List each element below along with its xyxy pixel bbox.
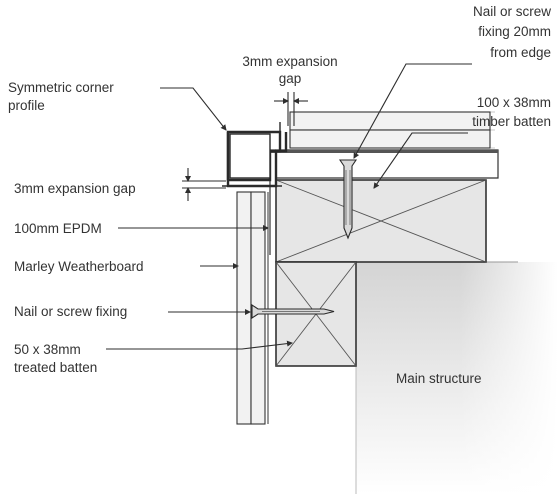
label-nail-top-2: fixing 20mm bbox=[478, 24, 551, 39]
label-gap-top-1: 3mm expansion bbox=[242, 54, 337, 69]
nail-left bbox=[251, 303, 335, 320]
main-structure-shading bbox=[355, 261, 558, 494]
weatherboard-right bbox=[289, 111, 491, 149]
label-epdm: 100mm EPDM bbox=[14, 221, 102, 236]
label-nail-top-1: Nail or screw bbox=[473, 4, 551, 19]
label-treated-batten-1: 50 x 38mm bbox=[14, 342, 81, 357]
leader-lines bbox=[106, 63, 472, 350]
labels: Symmetric corner profile 3mm expansion g… bbox=[8, 4, 551, 386]
nail-top bbox=[338, 159, 358, 240]
symmetric-corner-profile bbox=[222, 122, 288, 188]
label-nail-top-3: from edge bbox=[490, 45, 551, 60]
label-symmetric-profile-1: Symmetric corner bbox=[8, 80, 114, 95]
timber-batten bbox=[275, 179, 487, 263]
label-symmetric-profile-2: profile bbox=[8, 98, 45, 113]
label-treated-batten-2: treated batten bbox=[14, 360, 97, 375]
label-main-structure: Main structure bbox=[396, 371, 482, 386]
label-nail-left: Nail or screw fixing bbox=[14, 304, 127, 319]
label-weatherboard: Marley Weatherboard bbox=[14, 259, 144, 274]
label-gap-left: 3mm expansion gap bbox=[14, 181, 136, 196]
label-timber-batten-2: timber batten bbox=[472, 114, 551, 129]
label-timber-batten-1: 100 x 38mm bbox=[477, 95, 551, 110]
weatherboard-left bbox=[236, 191, 269, 425]
label-gap-top-2: gap bbox=[279, 71, 302, 86]
